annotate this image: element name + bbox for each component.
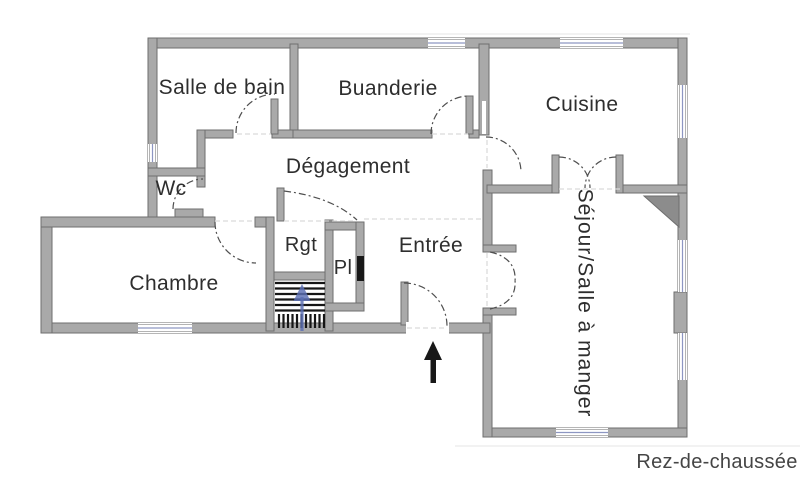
wall-entree-sejour xyxy=(482,169,493,248)
door-leaf-buanderie xyxy=(465,95,474,135)
door-arc-salle-de-bain xyxy=(235,93,276,134)
wall-door-jamb-upper xyxy=(482,244,517,253)
wall-chambre-left xyxy=(40,216,53,334)
corner-feature-triangle xyxy=(642,195,680,229)
window-sdb-left xyxy=(148,144,157,162)
window-sejour-right-upper xyxy=(678,240,687,292)
wall-cuisine-sejour-west xyxy=(486,184,559,194)
door-leaf-salle-de-bain xyxy=(270,98,279,135)
window-cuisine-right xyxy=(678,85,687,138)
room-label-wc: Wc xyxy=(155,177,186,200)
wall-cuisine-sejour-east xyxy=(622,184,688,194)
wall-rgt-pl-divider xyxy=(324,219,334,332)
wall-chambre-top-west xyxy=(40,216,216,228)
door-arc-chambre xyxy=(214,221,257,264)
cuisine-door-pocket xyxy=(482,101,486,134)
door-arc-entrance xyxy=(403,282,448,327)
wall-jamb-stub-right xyxy=(615,154,624,194)
window-sejour-right-lower xyxy=(678,333,687,380)
room-label-rgt: Rgt xyxy=(285,234,317,256)
door-arc-wc xyxy=(172,178,204,210)
door-arcs xyxy=(172,93,617,327)
door-arc-buanderie xyxy=(430,95,470,135)
door-leaf-entrance xyxy=(400,281,409,326)
stair-hatching xyxy=(277,314,326,328)
double-door-arc-entree-lower xyxy=(489,279,516,310)
wall-door-jamb-lower xyxy=(482,307,517,316)
room-label-salle-de-bain: Salle de bain xyxy=(159,76,286,99)
door-leaf-rgt xyxy=(276,187,285,222)
room-label-pl: Pl xyxy=(334,257,353,279)
window-chambre-bottom xyxy=(138,323,192,333)
wall-buanderie-bottom-west xyxy=(292,129,433,139)
wall-sdb-buanderie-divider xyxy=(289,43,299,135)
wall-wc-top xyxy=(147,167,206,177)
door-arc-cuisine xyxy=(485,136,522,173)
windows xyxy=(138,38,687,437)
staircase xyxy=(275,281,326,331)
window-sejour-bottom xyxy=(556,428,608,437)
room-label-sejour-salle-a-manger: Séjour/Salle à manger xyxy=(574,189,597,418)
stairs-up-arrow-icon xyxy=(293,284,311,331)
thresholds xyxy=(215,133,622,329)
room-label-entree: Entrée xyxy=(399,234,463,257)
room-label-degagement: Dégagement xyxy=(286,155,410,178)
wall-right-pier xyxy=(673,291,688,334)
wall-jamb-stub-left xyxy=(551,154,560,194)
wall-pl-bottom xyxy=(324,302,365,312)
room-label-chambre: Chambre xyxy=(129,272,218,295)
double-door-arc-entree-upper xyxy=(489,251,516,283)
entrance-arrow-icon xyxy=(424,341,442,383)
floor-title: Rez-de-chaussée xyxy=(636,451,797,473)
room-label-buanderie: Buanderie xyxy=(338,77,437,100)
window-buanderie-top xyxy=(428,38,465,48)
room-label-cuisine: Cuisine xyxy=(546,93,619,116)
room-labels: Salle de bain Buanderie Cuisine Dégageme… xyxy=(129,76,618,417)
wall-stairs-top xyxy=(273,271,326,281)
walls xyxy=(40,37,688,438)
wall-wc-bottom xyxy=(174,208,204,218)
wall-rgt-left xyxy=(265,216,275,332)
wall-buanderie-cuisine-divider xyxy=(478,43,490,136)
double-door-arc-sejour-right xyxy=(584,156,617,189)
double-door-arc-sejour-left xyxy=(558,156,591,189)
wall-wc-right xyxy=(196,129,206,188)
door-leaf-pl xyxy=(357,256,364,281)
window-cuisine-top xyxy=(560,38,623,48)
door-arc-rgt xyxy=(283,190,358,221)
wall-sdb-bottom-west xyxy=(204,129,234,139)
